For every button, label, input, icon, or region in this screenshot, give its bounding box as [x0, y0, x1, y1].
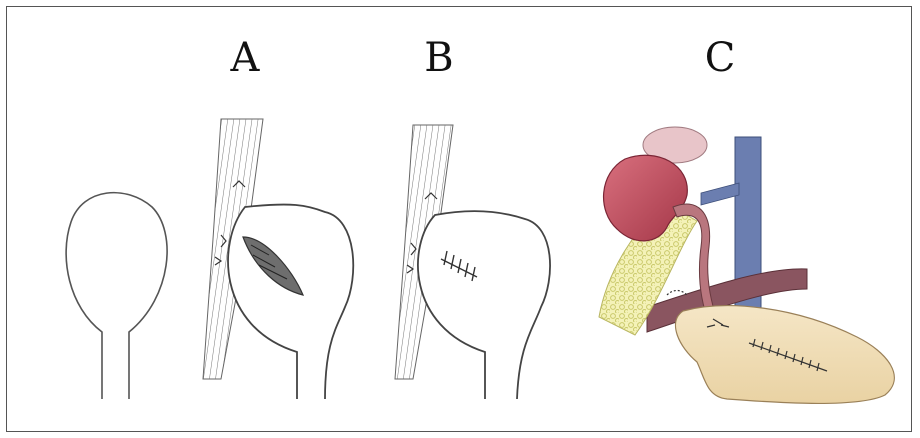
bladder-outline-a — [228, 205, 353, 399]
panel-c-drawing — [599, 127, 894, 403]
figure-frame: A B C — [6, 6, 912, 432]
diagram-artwork — [7, 7, 913, 433]
bladder-c — [676, 306, 895, 404]
bladder-outline-b — [418, 211, 550, 399]
panel-b-drawing — [395, 125, 550, 399]
panel-a-drawing — [203, 119, 353, 399]
bladder-outline-plain — [66, 193, 167, 399]
